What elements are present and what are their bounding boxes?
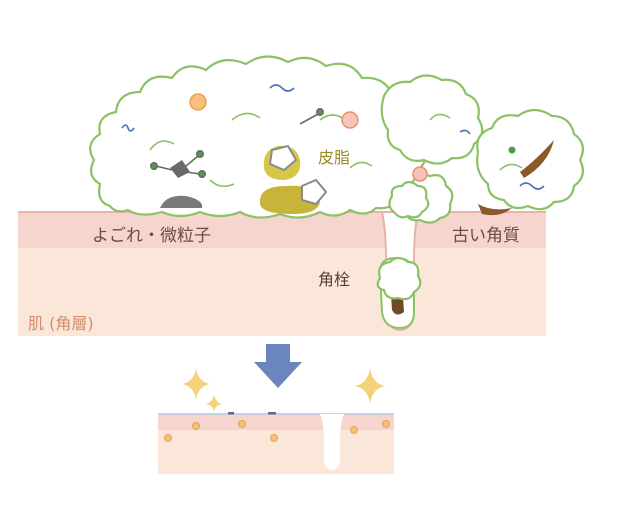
old-horny-flakes	[478, 140, 554, 216]
skin-top-band	[18, 212, 546, 248]
dirt-particle-icon	[160, 195, 203, 208]
label-old-horny: 古い角質	[452, 226, 520, 246]
foam-bubble-icon	[89, 55, 427, 219]
horny-flake-icon	[478, 204, 512, 216]
label-skin-layer: 肌 (角層)	[28, 314, 94, 333]
foam-curls	[149, 112, 523, 188]
label-pore-plug: 角栓	[318, 270, 351, 289]
particle-icon	[164, 434, 172, 442]
foam-bubble-icon	[476, 108, 585, 211]
particle-icon	[350, 426, 358, 434]
sparkle-icon	[354, 368, 386, 404]
arrow-down-icon	[254, 344, 302, 388]
particle-icon	[412, 166, 428, 182]
sparkle-icon	[182, 368, 210, 400]
particle-icon	[238, 420, 246, 428]
dirt-particles	[121, 84, 545, 208]
particle-icon	[382, 420, 390, 428]
particle-icon	[189, 93, 207, 111]
particle-icon	[508, 146, 516, 154]
particle-icon	[192, 422, 200, 430]
sebum	[259, 144, 328, 214]
label-sebum: 皮脂	[318, 148, 351, 167]
clean-skin-cross-section	[158, 412, 394, 474]
sparkles	[182, 368, 386, 412]
pentagon-particle-icon	[301, 178, 328, 206]
horny-flake-icon	[520, 140, 554, 178]
foam-bubble-icon	[380, 74, 484, 165]
foam-bubble-icon	[388, 180, 430, 219]
particle-icon	[170, 160, 190, 178]
particle-icon	[341, 111, 359, 129]
orange-particles	[189, 93, 516, 182]
foam-bubble-icon	[376, 256, 422, 301]
foam-cloud	[89, 55, 585, 301]
sparkle-icon	[206, 394, 222, 412]
particle-icon	[270, 434, 278, 442]
label-dirt-particles: よごれ・微粒子	[92, 226, 211, 246]
pentagon-particle-icon	[268, 144, 298, 172]
